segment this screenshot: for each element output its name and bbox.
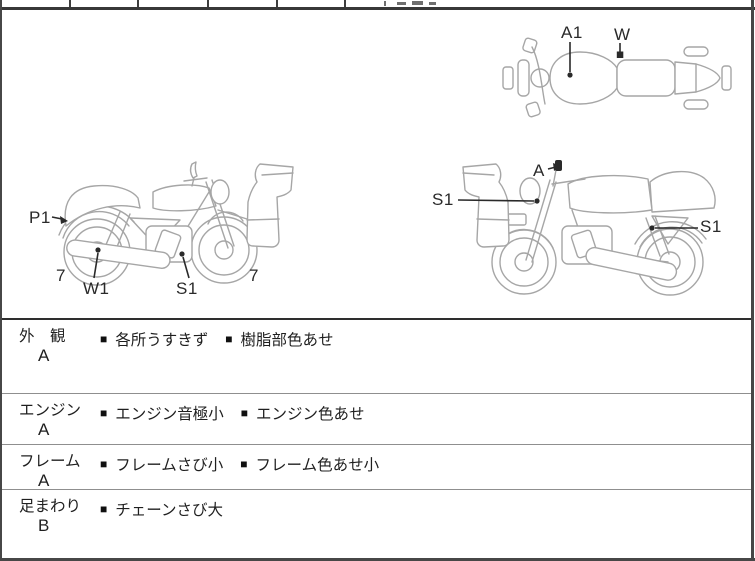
page-border-right <box>751 0 754 561</box>
detached-cowl <box>462 163 510 248</box>
detached-cowl <box>246 163 294 248</box>
bullet-icon: ■ <box>100 405 108 420</box>
column-divider <box>344 0 346 8</box>
cutoff-text-fragment <box>412 1 423 5</box>
seat <box>616 59 676 97</box>
condition-item: ■ エンジン色あせ <box>240 405 365 424</box>
front-fender-top <box>502 66 514 90</box>
grade-value: B <box>38 516 50 535</box>
pointer-line-p1 <box>51 216 63 220</box>
condition-item: ■ チェーンさび大 <box>100 501 223 520</box>
label-7-rear: 7 <box>56 266 66 285</box>
motorcycle-right-side-view <box>457 160 716 296</box>
dot-marker-s1-front <box>534 198 540 204</box>
category-label: フレーム <box>19 453 81 470</box>
label-a: A <box>533 161 545 180</box>
label-7-front: 7 <box>249 266 259 285</box>
motorcycle-left-side-view <box>51 161 294 286</box>
seat-cowl <box>649 171 716 213</box>
label-s1-front: S1 <box>432 190 454 209</box>
category-label: エンジン <box>19 402 82 419</box>
page-border-bottom <box>0 558 755 561</box>
cutoff-text-fragment <box>429 2 436 5</box>
rear-shock <box>645 217 661 257</box>
fuel-tank <box>567 174 653 214</box>
label-s1-rear: S1 <box>700 217 722 236</box>
page-border-left <box>0 0 2 561</box>
label-s1-left-bike: S1 <box>176 279 198 298</box>
fuel-tank <box>152 184 217 212</box>
cutoff-text-fragment <box>397 2 406 5</box>
square-marker-w <box>616 51 624 58</box>
column-divider <box>276 0 278 8</box>
condition-item: ■ フレームさび小 <box>100 456 224 475</box>
label-p1: P1 <box>29 208 51 227</box>
condition-item: ■ 樹脂部色あせ <box>225 331 334 350</box>
headlight <box>210 179 230 205</box>
bullet-icon: ■ <box>240 456 248 471</box>
bullet-icon: ■ <box>225 331 233 346</box>
cutoff-text-fragment <box>384 1 386 6</box>
headlight <box>519 177 541 205</box>
pointer-line-s1-front <box>457 199 535 202</box>
table-row-engine: エンジン A ■ エンジン音極小 ■ エンジン色あせ <box>2 393 751 445</box>
header-bottom-rule <box>0 7 755 10</box>
grade-value: A <box>38 346 50 365</box>
dot-marker-s1 <box>179 251 185 257</box>
category-label: 足まわり <box>19 498 82 515</box>
muffler <box>66 239 171 269</box>
column-divider <box>69 0 71 8</box>
label-w1: W1 <box>83 279 110 298</box>
category-label: 外 観 <box>19 328 66 345</box>
motorcycle-top-view <box>502 37 732 118</box>
seat-cowl <box>64 184 141 227</box>
condition-item: ■ 各所うすきず <box>100 331 209 350</box>
arrow-marker-a <box>553 163 561 171</box>
label-a1: A1 <box>561 23 583 42</box>
rear-fender <box>634 221 707 245</box>
column-divider <box>207 0 209 8</box>
mirror <box>189 161 198 179</box>
dot-marker-s1-rear <box>649 225 655 231</box>
condition-item: ■ フレーム色あせ小 <box>240 456 380 475</box>
dot-marker-w1 <box>95 247 101 253</box>
fuel-tank <box>549 51 618 105</box>
pointer-line-w1 <box>93 252 99 279</box>
tail-section <box>674 61 721 95</box>
label-w: W <box>614 25 631 44</box>
front-wheel-top <box>517 59 530 97</box>
muffler <box>585 246 678 281</box>
column-divider <box>137 0 139 8</box>
grade-value: A <box>38 420 50 439</box>
table-row-exterior: 外 観 A ■ 各所うすきず ■ 樹脂部色あせ <box>2 318 751 395</box>
bullet-icon: ■ <box>100 331 108 346</box>
bullet-icon: ■ <box>100 456 108 471</box>
table-row-undercarriage: 足まわり B ■ チェーンさび大 <box>2 489 751 559</box>
pointer-line-s1 <box>182 256 190 279</box>
arrow-marker-p1 <box>60 216 68 224</box>
bullet-icon: ■ <box>240 405 249 420</box>
bullet-icon: ■ <box>100 501 108 516</box>
grade-value: A <box>38 471 50 490</box>
condition-item: ■ エンジン音極小 <box>100 405 224 424</box>
table-row-frame: フレーム A ■ フレームさび小 ■ フレーム色あせ小 <box>2 444 751 490</box>
dot-marker-a1 <box>567 72 573 78</box>
